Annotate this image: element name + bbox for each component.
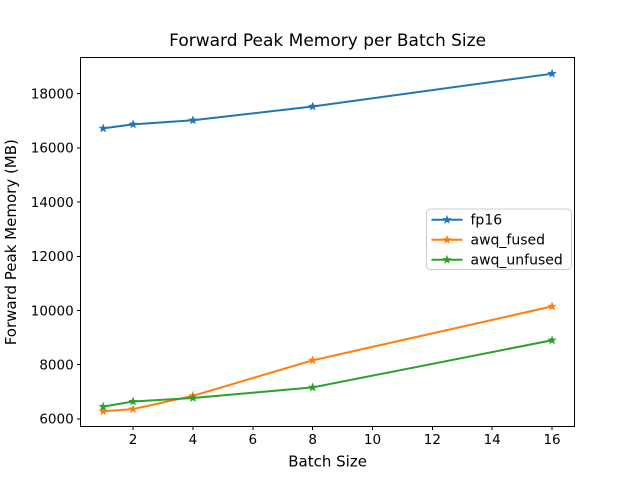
x-tick-label: 2 — [129, 432, 138, 448]
legend: fp16 awq_fused awq_unfused — [426, 208, 572, 270]
x-tick-label: 16 — [543, 432, 560, 448]
data-point-awq_fused — [307, 355, 318, 365]
data-point-fp16 — [128, 119, 138, 129]
x-tick-label: 12 — [424, 432, 441, 448]
legend-marker-fp16 — [442, 214, 452, 224]
data-series — [98, 68, 557, 416]
y-tick-label: 6000 — [39, 412, 73, 428]
series-line-awq_unfused — [102, 339, 553, 408]
chart-title: Forward Peak Memory per Batch Size — [169, 31, 486, 51]
data-point-awq_fused — [547, 301, 557, 311]
data-point-awq_fused — [98, 406, 108, 416]
legend-label-awq_unfused: awq_unfused — [471, 253, 563, 269]
y-axis-label: Forward Peak Memory (MB) — [2, 139, 20, 345]
y-tick-label: 18000 — [31, 87, 74, 103]
legend-box — [426, 208, 572, 270]
legend-marker-awq_fused — [442, 234, 452, 244]
x-tick-label: 14 — [484, 432, 501, 448]
data-point-awq_unfused — [188, 393, 198, 402]
plot-frame — [80, 57, 575, 428]
legend-marker-awq_unfused — [442, 254, 452, 264]
data-point-awq_unfused — [547, 335, 557, 345]
series-line-fp16 — [103, 72, 553, 130]
x-tick-label: 6 — [248, 432, 257, 448]
data-point-awq_unfused — [98, 401, 108, 411]
legend-label-fp16: fp16 — [471, 213, 503, 229]
plot-border — [80, 57, 575, 428]
y-tick-label: 14000 — [31, 195, 74, 211]
data-point-awq_fused — [128, 404, 138, 414]
data-point-fp16 — [307, 101, 318, 111]
data-point-awq_unfused — [307, 382, 318, 392]
axis-ticks: 2 4 6 8 10 12 14 16 6000 8000 10000 12000 14000 16000… — [31, 87, 561, 449]
data-point-fp16 — [547, 68, 557, 78]
x-axis-label: Batch Size — [288, 453, 367, 471]
x-tick-label: 4 — [189, 432, 198, 448]
data-point-fp16 — [98, 123, 108, 133]
data-point-fp16 — [188, 115, 198, 125]
y-tick-label: 10000 — [31, 303, 74, 319]
x-tick-label: 8 — [308, 432, 317, 448]
legend-label-awq_fused: awq_fused — [471, 233, 546, 249]
series-line-awq_fused — [103, 305, 553, 413]
y-tick-label: 8000 — [39, 357, 73, 373]
data-point-awq_unfused — [128, 396, 138, 406]
x-tick-label: 10 — [364, 432, 381, 448]
y-tick-label: 12000 — [31, 249, 74, 265]
y-tick-label: 16000 — [31, 141, 74, 157]
